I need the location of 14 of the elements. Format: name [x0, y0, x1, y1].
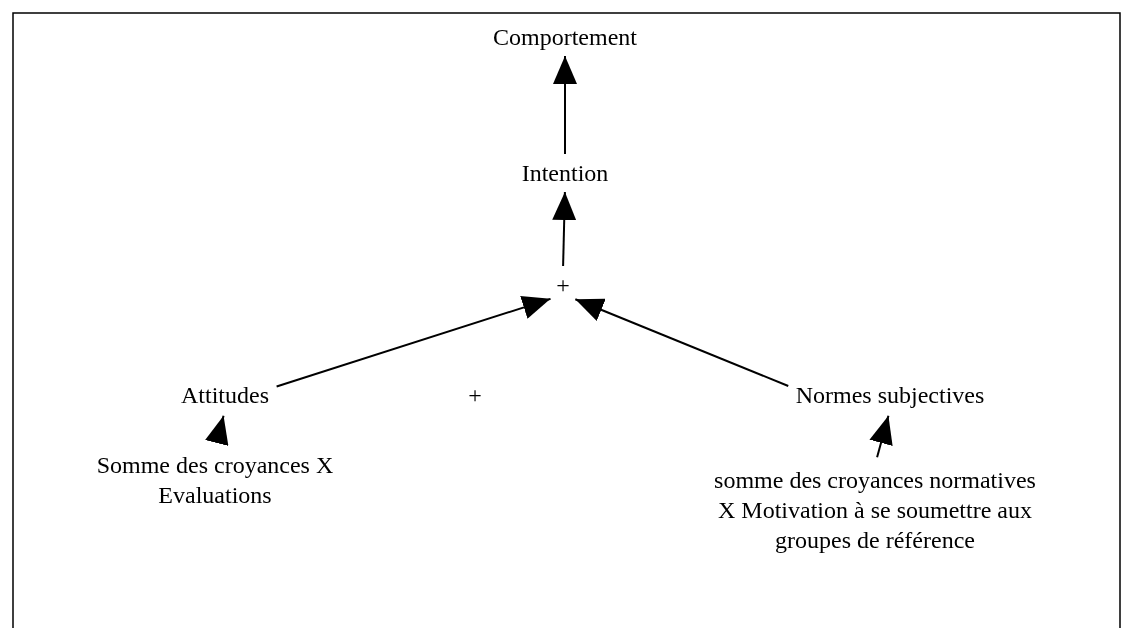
node-label: Comportement	[493, 23, 637, 52]
arrow	[869, 414, 893, 459]
node-label: +	[556, 271, 570, 300]
arrow	[552, 191, 577, 267]
node-label: Attitudes	[181, 381, 269, 410]
node-label: somme des croyances normatives X Motivation à se soumettre aux groupes de référence	[713, 466, 1037, 555]
node-label: Somme des croyances X Evaluations	[95, 451, 335, 510]
arrow	[574, 298, 790, 387]
node-label: Normes subjectives	[795, 381, 985, 410]
arrow	[553, 55, 577, 155]
plus-sign: +	[468, 381, 482, 410]
arrow	[275, 295, 552, 388]
arrow	[205, 414, 229, 446]
node-label: Intention	[521, 159, 609, 188]
